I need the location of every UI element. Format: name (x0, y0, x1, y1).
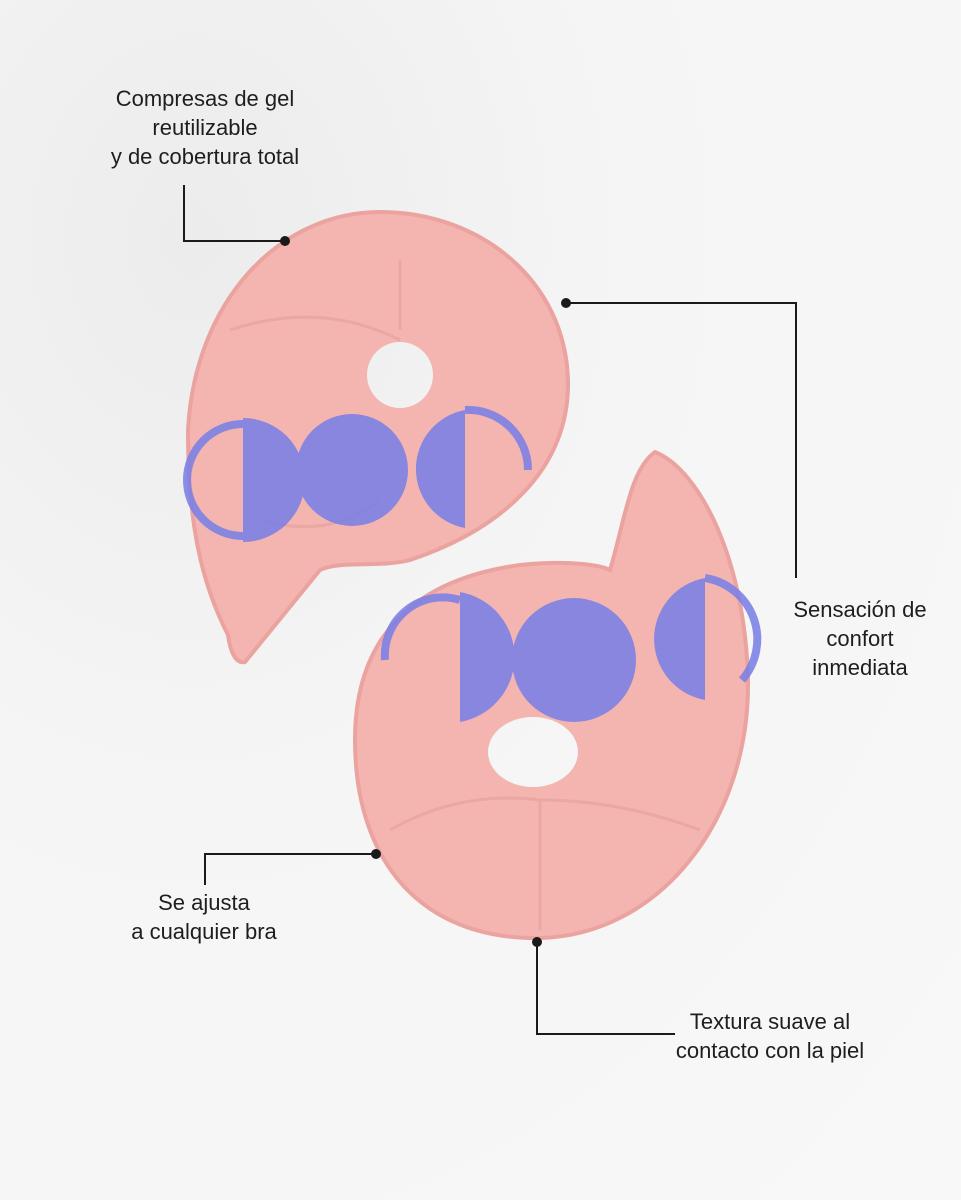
callout-leaders (183, 185, 797, 1035)
callout-comfort: Sensación de confort inmediata (760, 595, 960, 682)
callout-dot (280, 236, 290, 246)
callout-line: Sensación de (793, 597, 927, 622)
callout-reusable-gel: Compresas de gel reutilizable y de cober… (80, 84, 330, 171)
callout-line: Compresas de gel (115, 86, 295, 111)
callout-line: confort (826, 626, 894, 651)
callout-line: inmediata (812, 655, 908, 680)
callout-line: y de cobertura total (110, 144, 300, 169)
callout-dot (561, 298, 571, 308)
callout-line: Textura suave al (689, 1009, 851, 1034)
callout-line: reutilizable (152, 115, 258, 140)
callout-line: contacto con la piel (675, 1038, 865, 1063)
callout-line: a cualquier bra (131, 919, 277, 944)
callout-soft-texture: Textura suave al contacto con la piel (645, 1007, 895, 1065)
logo-overlay-top (183, 405, 533, 542)
callout-dot (371, 849, 381, 859)
callout-dot (532, 937, 542, 947)
callout-fits-any-bra: Se ajusta a cualquier bra (104, 888, 304, 946)
logo-overlay-bottom (380, 574, 762, 722)
callout-line: Se ajusta (158, 890, 250, 915)
